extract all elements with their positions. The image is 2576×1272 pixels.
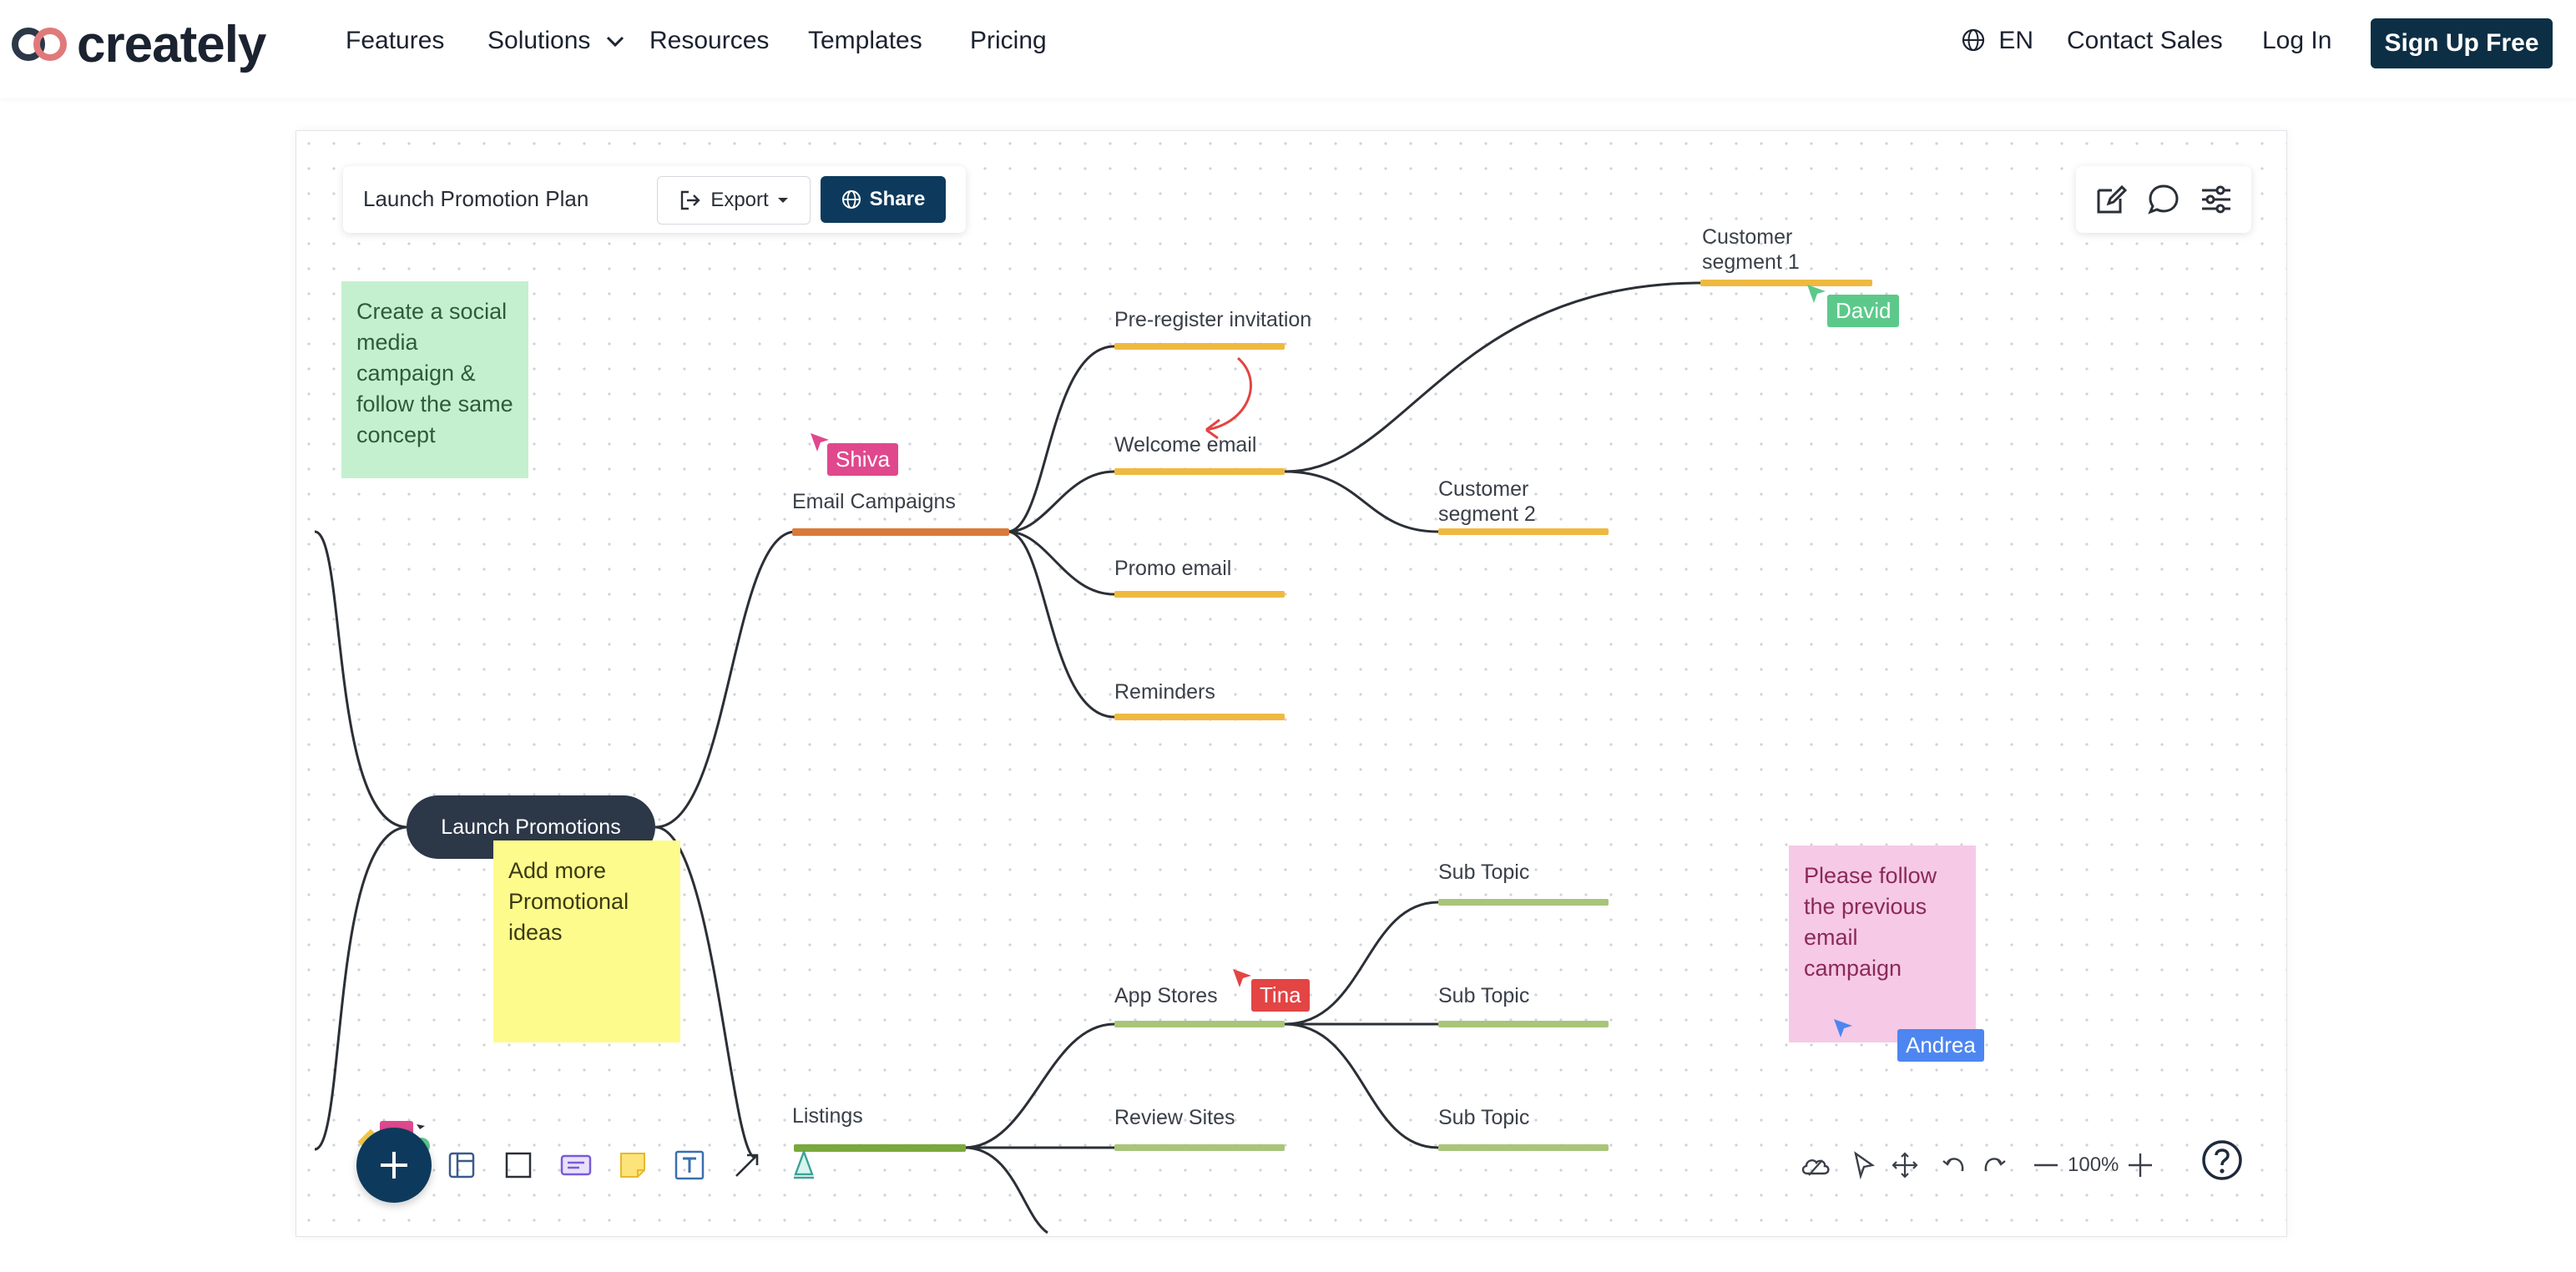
undo-icon[interactable] (1941, 1153, 1967, 1178)
rectangle-tool[interactable] (500, 1147, 537, 1184)
sticky-note-green[interactable]: Create a social media campaign & follow … (341, 281, 528, 478)
node-listings[interactable]: Listings (792, 1104, 863, 1128)
language-label: EN (1998, 27, 2034, 54)
connector-tool[interactable] (729, 1147, 765, 1184)
arrow-icon (735, 1153, 758, 1177)
sticky-note-tool[interactable] (614, 1147, 651, 1184)
collaborator-tag-tina: Tina (1251, 979, 1310, 1012)
redo-icon[interactable] (1981, 1153, 2008, 1178)
pan-move-icon[interactable] (1891, 1151, 1919, 1179)
top-navigation: creately Features Solutions Resources Te… (0, 0, 2576, 98)
pen-icon (793, 1149, 814, 1179)
view-toolbar: 100% (1799, 1138, 2233, 1193)
document-title[interactable]: Launch Promotion Plan (363, 186, 589, 211)
collaborator-tag-shiva: Shiva (827, 443, 899, 476)
caret-down-icon (777, 198, 788, 203)
rectangle-icon (506, 1152, 532, 1179)
nav-pricing[interactable]: Pricing (970, 27, 1047, 54)
collaborator-tag-andrea: Andrea (1897, 1029, 1984, 1062)
branch-bars (792, 280, 1872, 1152)
node-reminders[interactable]: Reminders (1114, 680, 1215, 704)
card-tool[interactable] (558, 1147, 594, 1184)
sticky-note-yellow[interactable]: Add more Promotional ideas (493, 840, 680, 1042)
contact-sales-link[interactable]: Contact Sales (2067, 27, 2223, 54)
plus-icon (381, 1152, 407, 1179)
cursor-shiva-icon (811, 433, 829, 452)
export-label: Export (710, 189, 769, 211)
zoom-in-icon[interactable] (2127, 1152, 2154, 1179)
node-review-sites[interactable]: Review Sites (1114, 1106, 1235, 1129)
share-button[interactable]: Share (821, 176, 946, 223)
nav-solutions[interactable]: Solutions (487, 27, 624, 55)
export-icon (681, 190, 701, 210)
settings-sliders-icon[interactable] (2199, 182, 2234, 217)
share-label: Share (869, 188, 926, 210)
login-link[interactable]: Log In (2262, 27, 2332, 54)
node-sub-topic-3[interactable]: Sub Topic (1438, 1106, 1530, 1129)
cloud-sync-icon[interactable] (1799, 1152, 1832, 1179)
nav-features[interactable]: Features (346, 27, 445, 54)
help-icon[interactable] (2201, 1139, 2243, 1181)
shape-toolbar (443, 1138, 822, 1193)
node-sub-topic-2[interactable]: Sub Topic (1438, 984, 1530, 1007)
template-icon (448, 1152, 475, 1179)
node-customer-segment-1[interactable]: Customer segment 1 (1702, 225, 1800, 274)
collaborator-tag-david: David (1827, 295, 1900, 327)
nav-solutions-label: Solutions (487, 27, 591, 54)
node-app-stores[interactable]: App Stores (1114, 984, 1218, 1007)
comment-icon[interactable] (2146, 182, 2181, 217)
language-selector[interactable]: EN (1962, 27, 2033, 55)
logo-icon (12, 28, 67, 61)
text-icon (675, 1150, 705, 1180)
mindmap-connectors (314, 280, 1872, 1234)
text-tool[interactable] (671, 1147, 708, 1184)
node-customer-segment-2[interactable]: Customer segment 2 (1438, 477, 1536, 526)
node-email-campaigns[interactable]: Email Campaigns (792, 490, 956, 513)
nav-templates[interactable]: Templates (808, 27, 922, 54)
sticky-note-pink[interactable]: Please follow the previous email campaig… (1789, 845, 1976, 1042)
template-tool[interactable] (443, 1147, 480, 1184)
edit-icon[interactable] (2094, 182, 2129, 217)
node-sub-topic-1[interactable]: Sub Topic (1438, 861, 1530, 884)
add-shape-button[interactable] (356, 1128, 432, 1203)
chevron-down-icon (606, 37, 624, 48)
cursor-andrea-icon (1834, 1019, 1852, 1037)
creately-logo[interactable]: creately (8, 15, 266, 73)
card-icon (560, 1154, 591, 1176)
document-toolbar: Launch Promotion Plan Export Share (343, 166, 966, 233)
right-toolbar (2076, 166, 2251, 233)
nav-resources[interactable]: Resources (649, 27, 770, 54)
pen-tool[interactable] (785, 1147, 822, 1184)
sticky-note-icon (619, 1153, 645, 1178)
node-promo-email[interactable]: Promo email (1114, 557, 1232, 580)
logo-text: creately (77, 15, 266, 73)
node-pre-register[interactable]: Pre-register invitation (1114, 308, 1312, 331)
zoom-out-icon[interactable] (2033, 1152, 2059, 1179)
diagram-editor: Launch Promotion Plan Export Share (295, 130, 2287, 1237)
select-pointer-icon[interactable] (1851, 1151, 1877, 1179)
cursor-tina-icon (1233, 969, 1251, 987)
node-welcome-email[interactable]: Welcome email (1114, 433, 1257, 457)
zoom-level[interactable]: 100% (2068, 1153, 2119, 1176)
export-button[interactable]: Export (657, 176, 811, 225)
sign-up-button[interactable]: Sign Up Free (2371, 18, 2553, 68)
globe-icon (841, 190, 861, 209)
cursor-david-icon (1807, 285, 1826, 303)
globe-icon (1962, 28, 1985, 52)
